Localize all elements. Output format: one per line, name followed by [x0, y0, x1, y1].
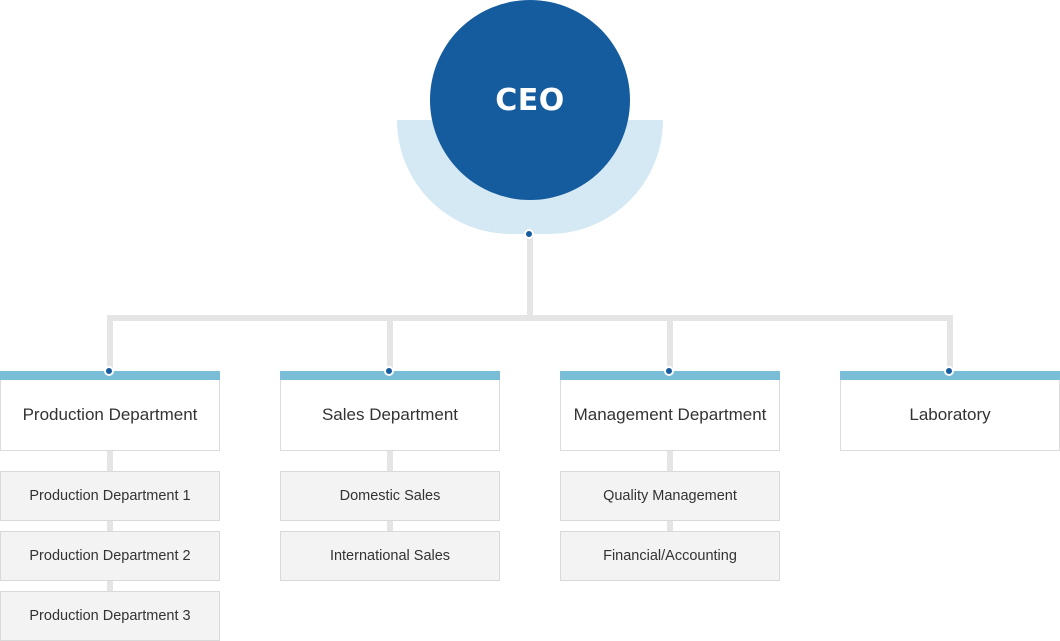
department-sales: Sales Department: [280, 371, 500, 451]
department-label: Management Department: [573, 405, 767, 424]
production-units-spine: [107, 450, 113, 600]
unit-production-3: Production Department 3: [0, 591, 220, 641]
ceo-label: CEO: [495, 82, 565, 118]
unit-production-1: Production Department 1: [0, 471, 220, 521]
unit-international-sales: International Sales: [280, 531, 500, 581]
department-label: Laboratory: [909, 405, 991, 424]
department-production: Production Department: [0, 371, 220, 451]
drop-line-laboratory: [947, 315, 953, 372]
unit-domestic-sales: Domestic Sales: [280, 471, 500, 521]
drop-line-sales: [387, 315, 393, 372]
ceo-connector-dot: [524, 229, 534, 239]
department-bus-line: [107, 315, 953, 321]
unit-financial-accounting: Financial/Accounting: [560, 531, 780, 581]
laboratory-connector-dot: [944, 366, 954, 376]
unit-production-2: Production Department 2: [0, 531, 220, 581]
department-label: Production Department: [22, 405, 198, 424]
drop-line-production: [107, 315, 113, 372]
sales-connector-dot: [384, 366, 394, 376]
ceo-trunk-line: [527, 234, 533, 318]
management-connector-dot: [664, 366, 674, 376]
department-management: Management Department: [560, 371, 780, 451]
department-label: Sales Department: [321, 405, 459, 424]
drop-line-management: [667, 315, 673, 372]
production-connector-dot: [104, 366, 114, 376]
department-laboratory: Laboratory: [840, 371, 1060, 451]
ceo-node: CEO: [430, 0, 630, 200]
unit-quality-management: Quality Management: [560, 471, 780, 521]
